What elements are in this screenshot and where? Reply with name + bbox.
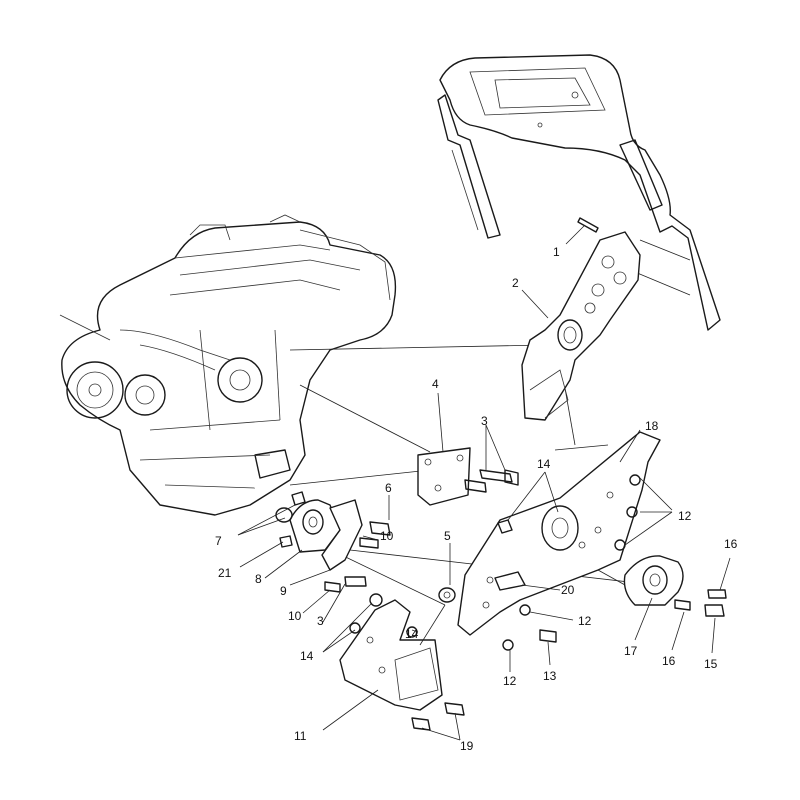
callout-10a: 10 [380, 529, 394, 543]
bolts-15-16 [674, 589, 727, 617]
callout-14b: 14 [405, 627, 419, 641]
callout-labels: 1 2 3 3 4 5 6 7 8 9 10 10 11 12 12 12 13… [215, 245, 738, 753]
callout-18: 18 [645, 419, 659, 433]
callout-16b: 16 [662, 654, 676, 668]
callout-4: 4 [432, 377, 439, 391]
rear-mount-plate [457, 431, 661, 636]
bolts-19 [411, 702, 465, 731]
left-engine-mount [289, 499, 363, 571]
engine-plate [417, 447, 471, 506]
callout-8: 8 [255, 572, 262, 586]
nut-14-upper [497, 519, 513, 534]
callout-1: 1 [553, 245, 560, 259]
callout-leaders [237, 225, 731, 741]
lower-bracket [339, 593, 443, 711]
callout-19: 19 [460, 739, 474, 753]
callout-11: 11 [294, 729, 307, 743]
callout-2: 2 [512, 276, 519, 290]
pin [577, 217, 599, 233]
washer-5 [438, 587, 456, 603]
callout-12a: 12 [678, 509, 692, 523]
callout-9: 9 [280, 584, 287, 598]
callout-5: 5 [444, 529, 451, 543]
callout-6: 6 [385, 481, 392, 495]
callout-16a: 16 [724, 537, 738, 551]
rear-engine-mount [623, 555, 684, 606]
callout-3b: 3 [317, 614, 324, 628]
callout-10b: 10 [288, 609, 302, 623]
frame-section [437, 54, 721, 331]
callout-12c: 12 [503, 674, 517, 688]
callout-7: 7 [215, 534, 222, 548]
bolts-12-13 [502, 474, 641, 651]
callout-14a: 14 [537, 457, 551, 471]
callout-14c: 14 [300, 649, 314, 663]
bolts-3 [344, 469, 519, 587]
callout-17: 17 [624, 644, 638, 658]
front-mount-bracket [521, 231, 641, 421]
engine-assembly [59, 214, 397, 516]
callout-3a: 3 [481, 414, 488, 428]
callout-21: 21 [218, 566, 232, 580]
callout-15: 15 [704, 657, 718, 671]
callout-12b: 12 [578, 614, 592, 628]
callout-20: 20 [561, 583, 575, 597]
callout-13: 13 [543, 669, 557, 683]
